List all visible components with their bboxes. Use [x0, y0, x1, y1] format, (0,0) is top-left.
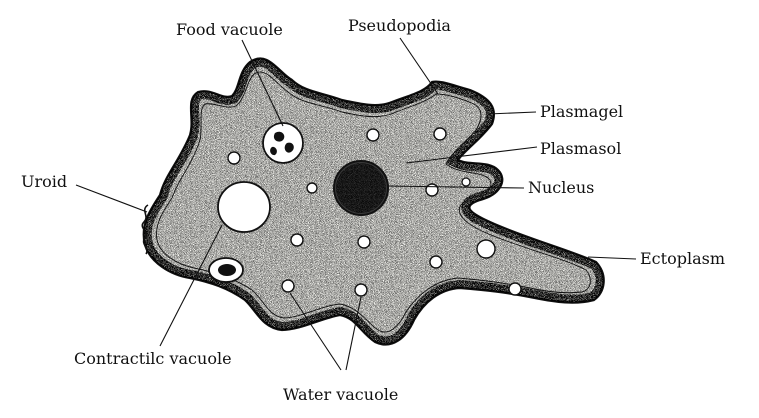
small-vacuole [354, 283, 368, 297]
leader-ectoplasm [587, 256, 637, 260]
small-vacuole [429, 255, 443, 269]
label-uroid: Uroid [21, 172, 67, 191]
small-vacuole [306, 182, 318, 194]
small-vacuole [281, 279, 295, 293]
leader-contractile-vacuole [159, 224, 223, 347]
small-vacuole [357, 235, 371, 249]
food-particle [273, 131, 285, 142]
leader-water-vacuole-1 [289, 292, 342, 371]
small-vacuole [227, 151, 241, 165]
label-plasmasol: Plasmasol [540, 139, 621, 158]
amoeba-body-inner-line [156, 71, 591, 333]
small-vacuole [508, 282, 522, 296]
label-ectoplasm: Ectoplasm [640, 249, 725, 268]
leader-water-vacuole-2 [345, 296, 362, 371]
small-vacuole [290, 233, 304, 247]
leader-food-vacuole [241, 39, 284, 127]
food-particle [270, 146, 277, 156]
contractile-vacuole [217, 181, 271, 233]
dark-food-vacuole-content [218, 264, 236, 276]
small-vacuole [461, 177, 471, 187]
small-vacuole [476, 239, 496, 259]
leader-uroid [75, 184, 148, 213]
uroid-crenulation [141, 204, 149, 255]
food-vacuole [262, 122, 304, 164]
label-food-vacuole: Food vacuole [176, 20, 283, 39]
leader-nucleus [387, 185, 525, 189]
label-nucleus: Nucleus [528, 178, 594, 197]
label-contractile-vacuole: Contractilc vacuole [74, 349, 232, 368]
small-vacuole [366, 128, 380, 142]
label-plasmagel: Plasmagel [540, 102, 623, 121]
leader-plasmagel [487, 111, 537, 115]
food-particle [284, 142, 294, 153]
label-pseudopodia: Pseudopodia [348, 16, 451, 35]
leader-pseudopodia [399, 37, 439, 95]
small-vacuole [425, 183, 439, 197]
nucleus-chromatin [336, 163, 386, 213]
label-water-vacuole: Water vacuole [283, 385, 398, 404]
leader-plasmasol [405, 146, 538, 164]
small-vacuole [433, 127, 447, 141]
